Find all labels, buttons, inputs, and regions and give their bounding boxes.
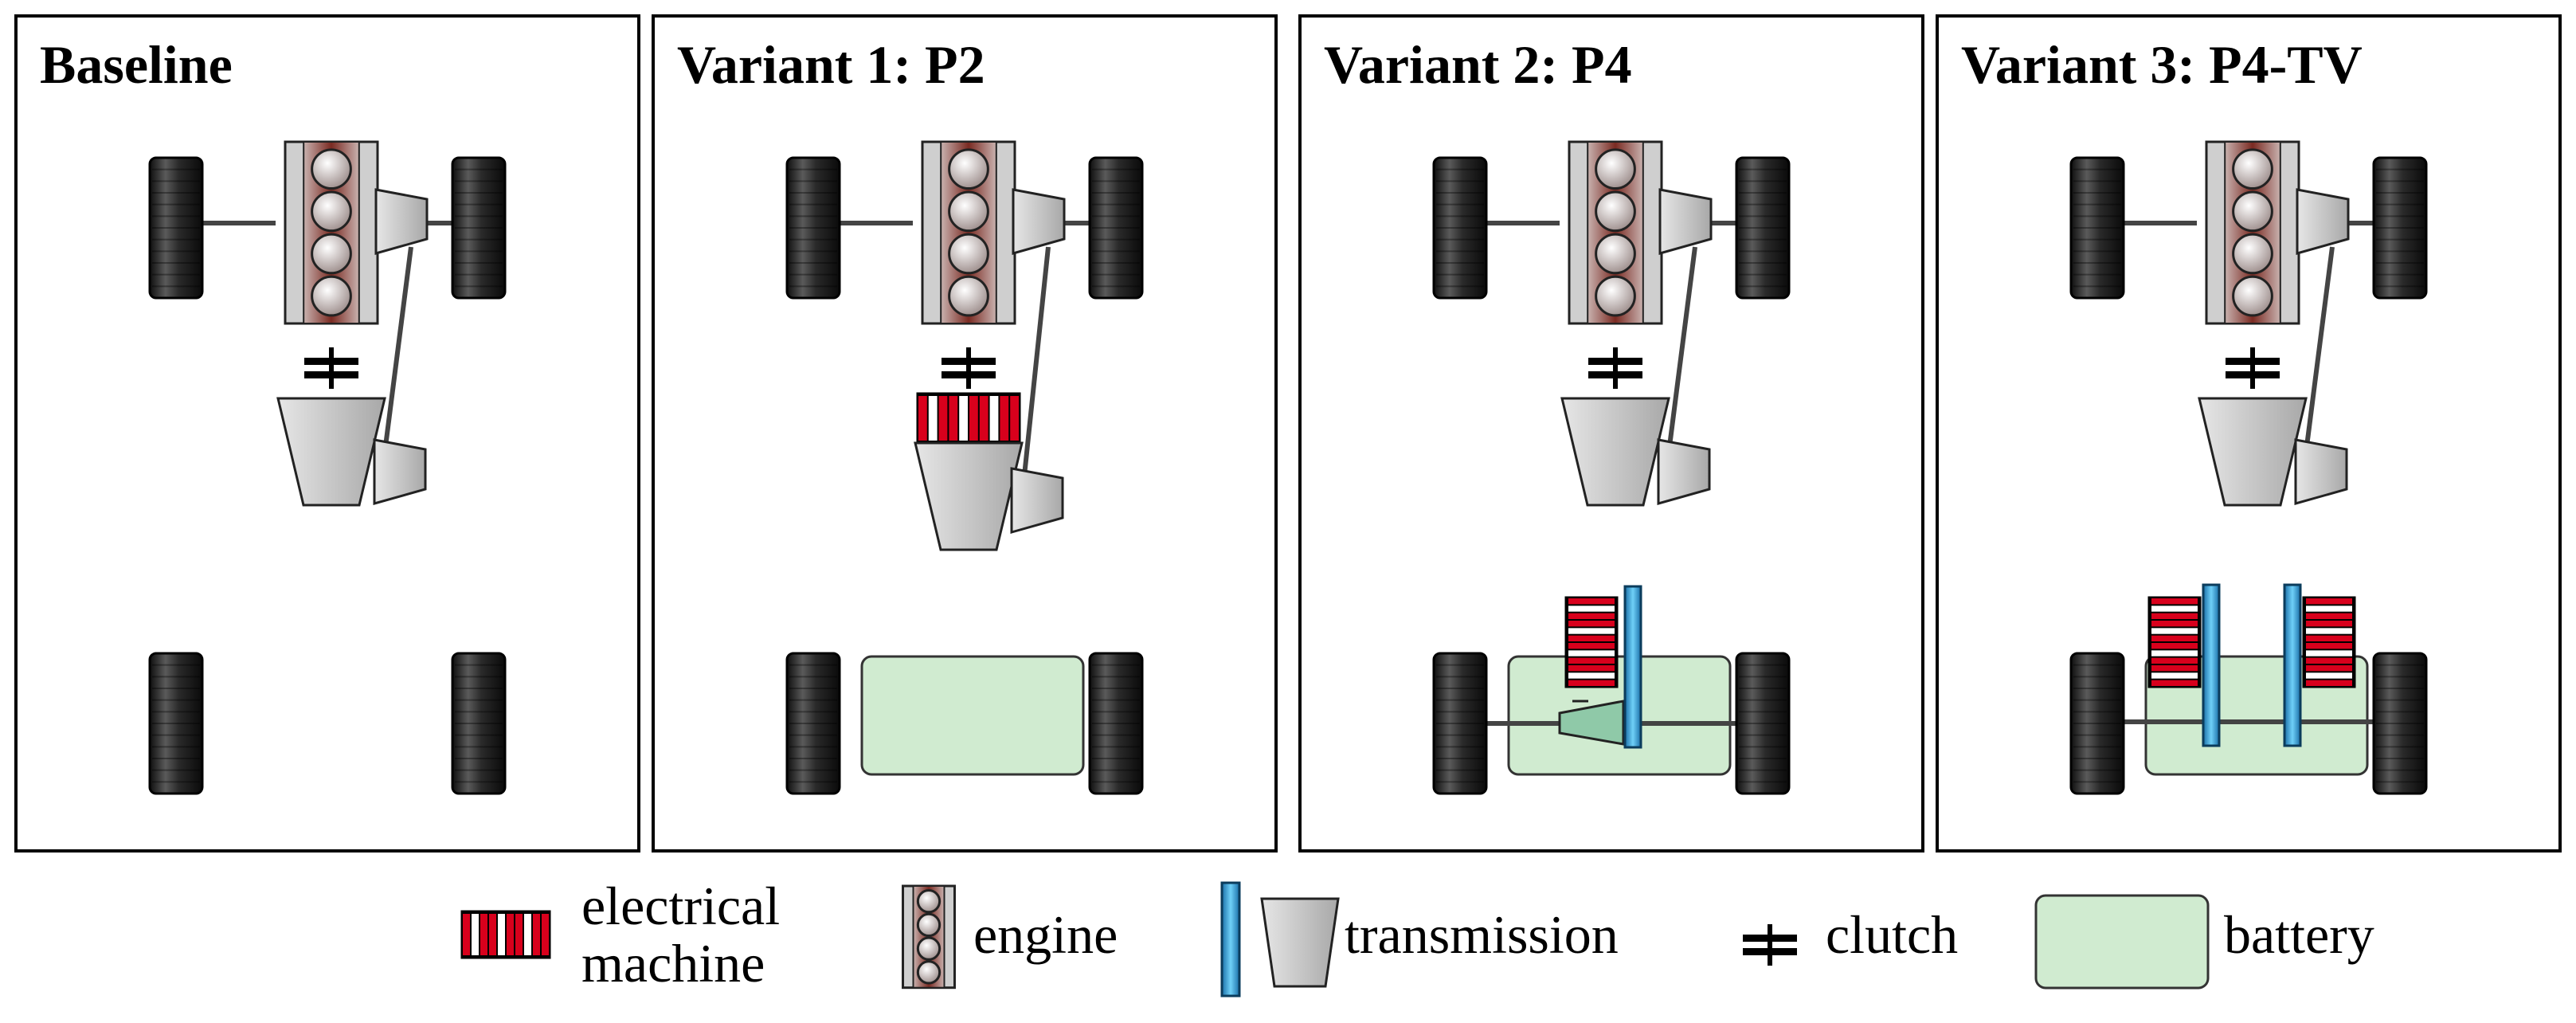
transmission-shaft-icon: [1623, 585, 1642, 749]
legend-clutch-label: clutch: [1826, 904, 1958, 965]
battery-icon: [2034, 894, 2210, 990]
transmission-shaft-icon: [1220, 881, 1241, 998]
wheel-icon: [148, 156, 204, 300]
panel-4: Variant 3: P4-TV: [1936, 14, 2562, 852]
front-gearbox-icon: [2296, 188, 2350, 255]
wheel-icon: [451, 652, 507, 795]
transmission-icon: [1560, 397, 1670, 507]
engine-icon: [902, 884, 956, 990]
drive-shaft: [383, 246, 413, 447]
transmission-icon: [276, 397, 386, 507]
panel-2: Variant 1: P2: [652, 14, 1278, 852]
transmission-icon: [914, 441, 1024, 551]
drive-shaft: [1020, 246, 1051, 492]
electrical-machine-icon: [2147, 596, 2202, 688]
front-gearbox-icon: [1658, 188, 1713, 255]
front-gearbox-icon: [1012, 188, 1066, 255]
panel-title: Variant 1: P2: [677, 34, 985, 95]
wheel-icon: [2069, 156, 2125, 300]
wheel-icon: [451, 156, 507, 300]
wheel-icon: [1432, 652, 1488, 795]
panel-1: Baseline: [14, 14, 640, 852]
panel-title: Baseline: [40, 34, 233, 95]
wheel-icon: [2069, 652, 2125, 795]
panel-title: Variant 2: P4: [1324, 34, 1632, 95]
legend-transmission-label: transmission: [1345, 904, 1619, 965]
electrical-machine-icon: [1564, 596, 1619, 688]
transmission-shaft-icon: [2202, 583, 2221, 747]
wheel-icon: [785, 652, 841, 795]
clutch-icon: [1743, 924, 1797, 966]
transmission-shaft-icon: [2283, 583, 2302, 747]
electrical-machine-icon: [460, 910, 551, 959]
wheel-icon: [148, 652, 204, 795]
legend-engine-label: engine: [973, 904, 1118, 965]
legend-battery-label: battery: [2224, 904, 2374, 965]
transmission-icon: [1260, 897, 1340, 988]
front-gearbox-icon: [2294, 438, 2348, 505]
electrical-machine-icon: [916, 392, 1021, 445]
wheel-icon: [785, 156, 841, 300]
wheel-icon: [2372, 156, 2428, 300]
wheel-icon: [1088, 156, 1144, 300]
engine-icon: [1568, 140, 1663, 325]
front-gearbox-icon: [373, 438, 427, 505]
transmission-icon: [2198, 397, 2308, 507]
clutch-icon: [942, 347, 996, 389]
battery-icon: [860, 655, 1085, 776]
legend-electrical-machine-label-2: machine: [581, 933, 765, 994]
clutch-icon: [2226, 347, 2280, 389]
panel-3: Variant 2: P4: [1298, 14, 1924, 852]
clutch-icon: [304, 347, 358, 389]
wheel-icon: [1088, 652, 1144, 795]
front-gearbox-icon: [1657, 438, 1711, 505]
engine-icon: [921, 140, 1016, 325]
drive-shaft: [1667, 246, 1697, 447]
wheel-icon: [1735, 652, 1791, 795]
legend-electrical-machine-label-1: electrical: [581, 876, 780, 936]
rear-transmission-icon: [1558, 700, 1625, 746]
front-gearbox-icon: [374, 188, 429, 255]
panels: Baseline Variant 1: P2 Variant 2: P4 Varian…: [14, 14, 2562, 852]
engine-icon: [2205, 140, 2300, 325]
wheel-icon: [1735, 156, 1791, 300]
panel-title: Variant 3: P4-TV: [1961, 34, 2363, 95]
front-gearbox-icon: [1010, 467, 1064, 534]
wheel-icon: [2372, 652, 2428, 795]
electrical-machine-icon: [2302, 596, 2356, 688]
engine-icon: [284, 140, 379, 325]
wheel-icon: [1432, 156, 1488, 300]
clutch-icon: [1588, 347, 1642, 389]
drive-shaft: [2304, 246, 2335, 447]
